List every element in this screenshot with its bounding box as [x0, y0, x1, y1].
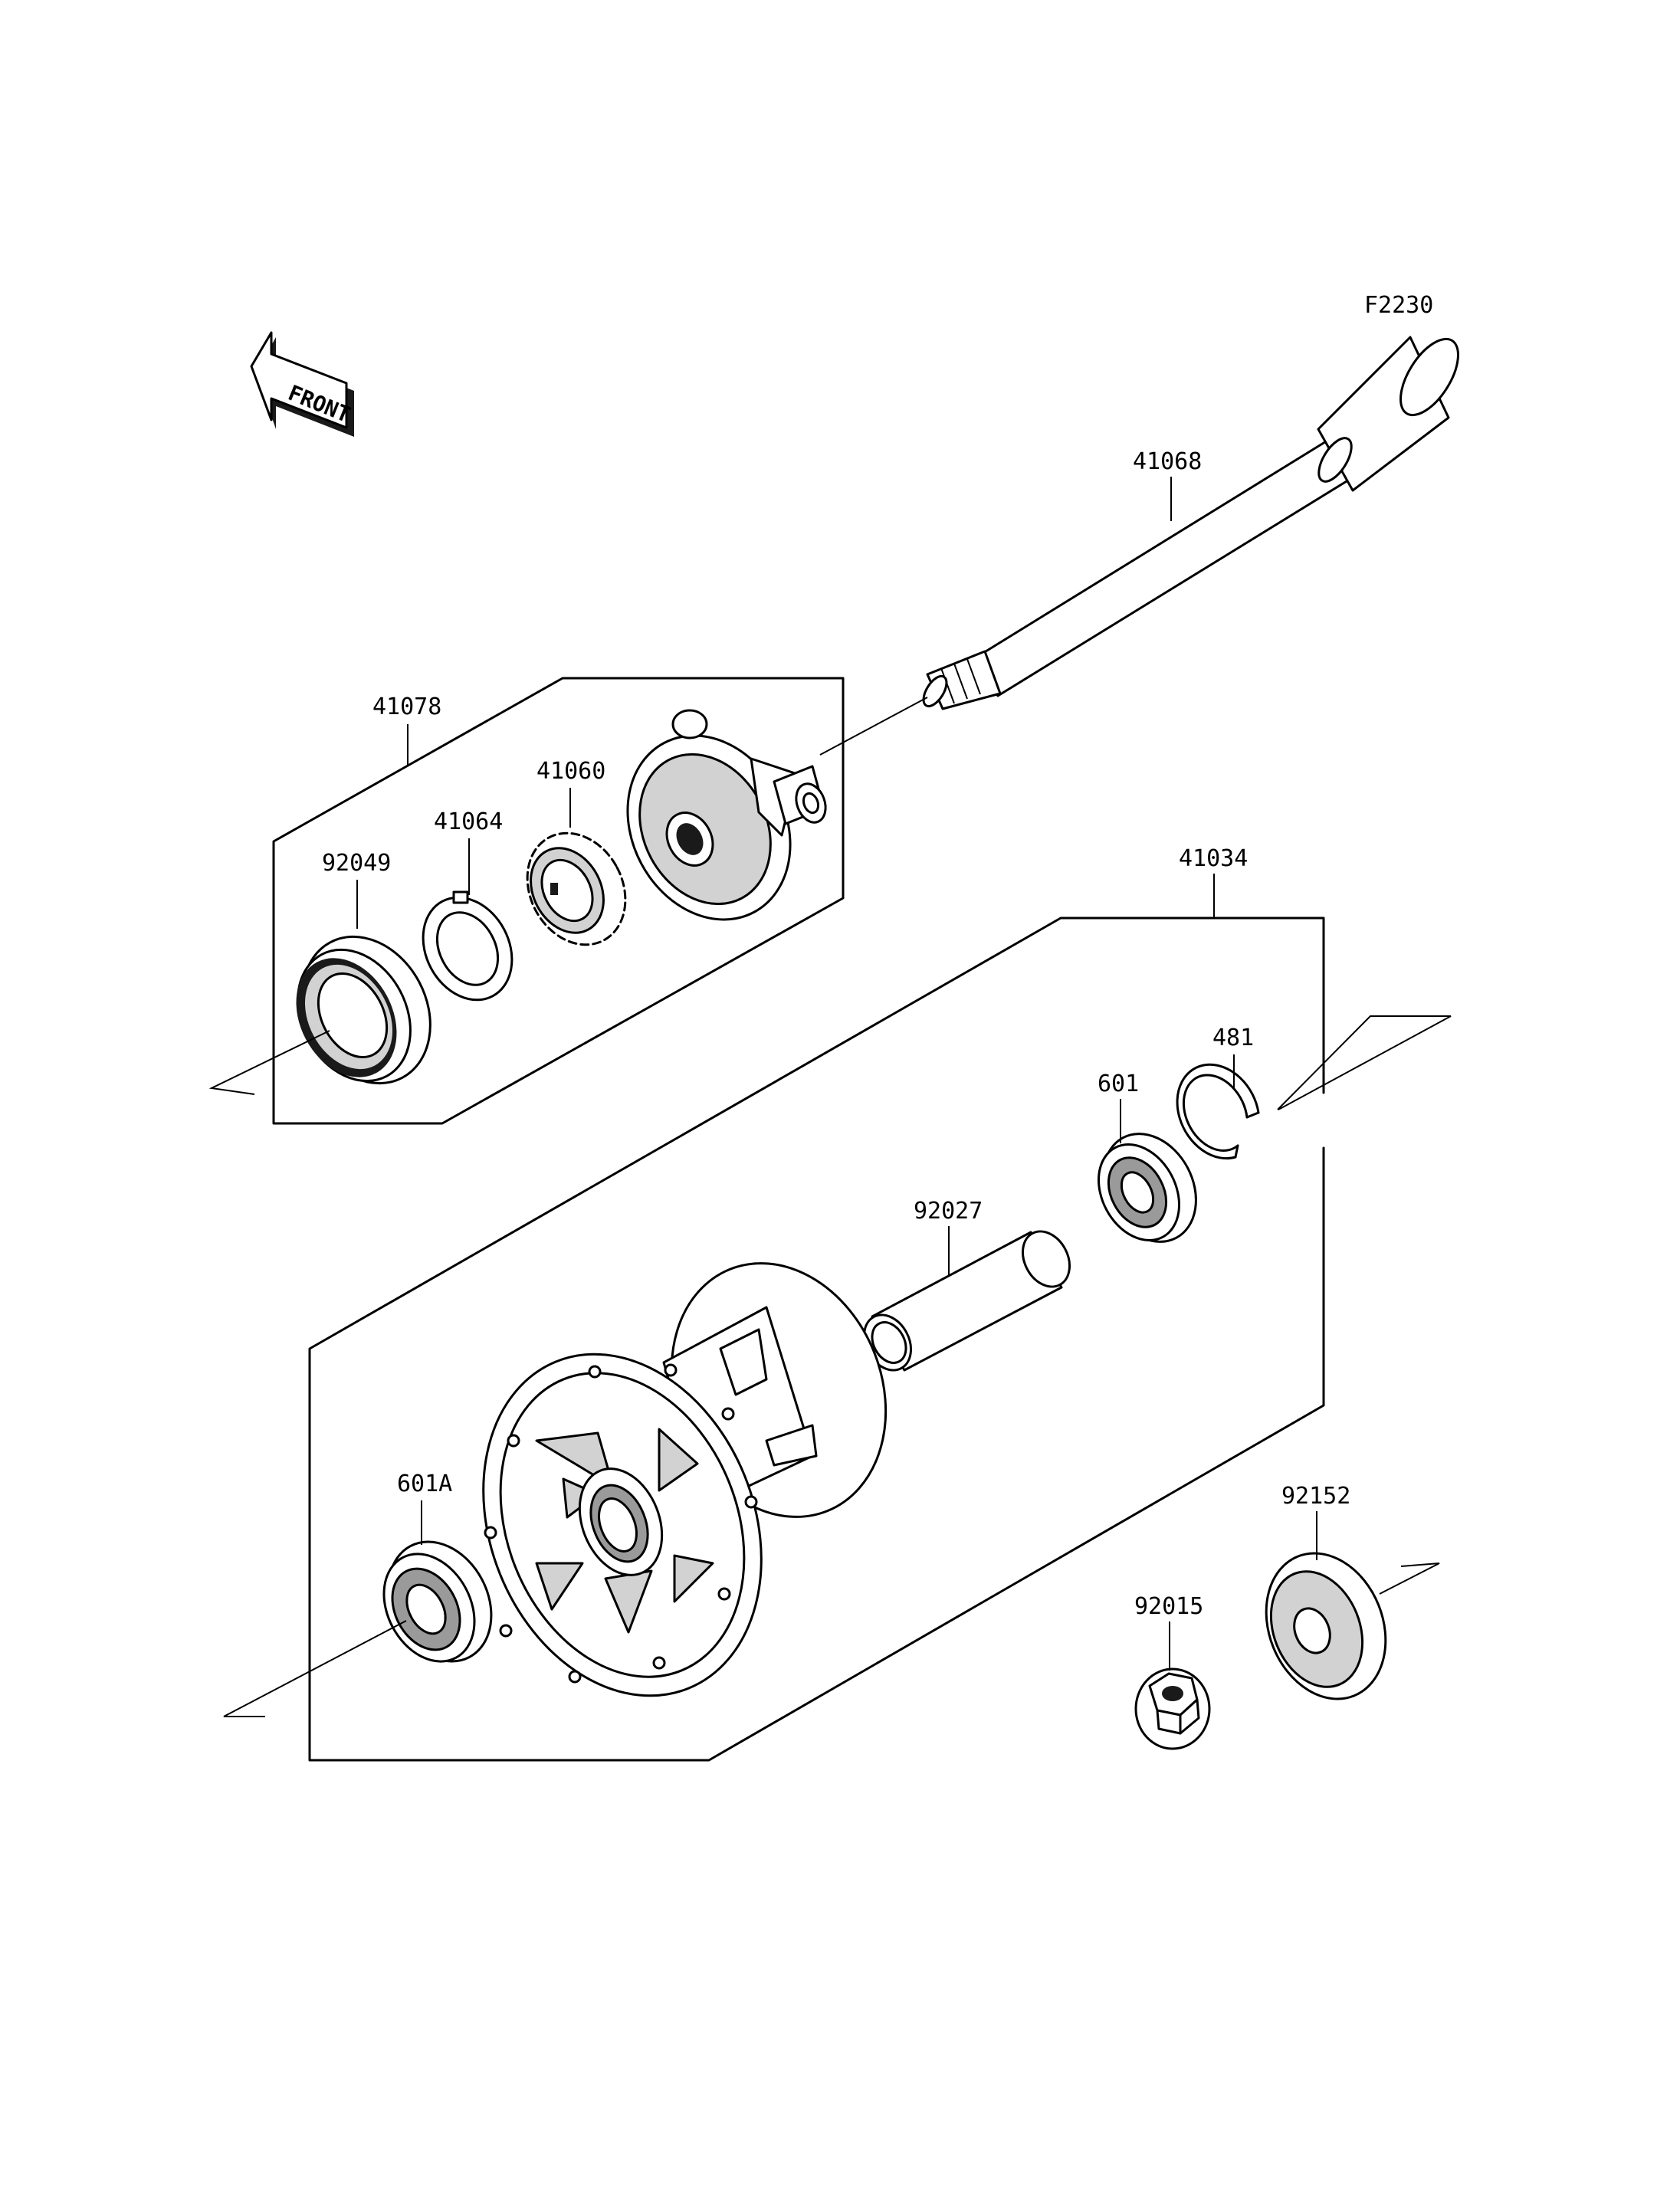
collar [1265, 1552, 1387, 1700]
label-92152: 92152 [1281, 1483, 1350, 1510]
gearbox-assy-frame [272, 677, 845, 1125]
bearing-601a [382, 1540, 493, 1663]
gear-housing [626, 709, 827, 921]
oil-seal [296, 935, 431, 1085]
label-481: 481 [1212, 1025, 1254, 1051]
washer-plate [422, 890, 514, 1002]
axle-shaft [819, 336, 1459, 756]
bolt-holes [484, 1363, 758, 1684]
front-arrow-icon: FRONT [250, 331, 354, 437]
label-41064: 41064 [434, 808, 503, 835]
spacer-tube [863, 1230, 1071, 1372]
hub-assy-frame [308, 917, 1325, 1762]
label-601: 601 [1098, 1071, 1139, 1097]
flange-nut [1134, 1667, 1211, 1750]
drive-gear [526, 831, 627, 946]
wheel-hub [482, 1262, 888, 1697]
label-92015: 92015 [1134, 1593, 1203, 1620]
label-601A: 601A [397, 1471, 452, 1497]
label-41068: 41068 [1133, 448, 1202, 475]
label-41060: 41060 [536, 758, 605, 785]
label-92027: 92027 [914, 1198, 983, 1225]
label-41078: 41078 [372, 694, 441, 720]
label-92049: 92049 [322, 850, 391, 877]
bearing-601 [1097, 1133, 1197, 1243]
circlip [1176, 1063, 1260, 1160]
diagram-code: F2230 [1364, 292, 1433, 319]
label-41034: 41034 [1179, 845, 1248, 872]
